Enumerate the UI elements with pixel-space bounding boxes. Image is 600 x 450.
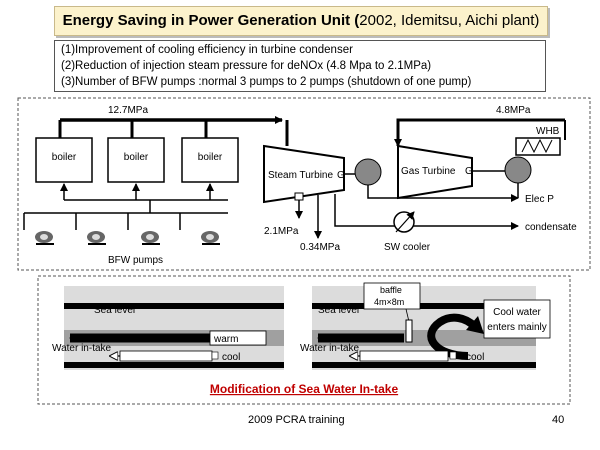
boiler-label: boiler [124, 152, 149, 163]
boiler-label: boiler [52, 152, 77, 163]
condensate-label: condensate [525, 222, 577, 233]
condensate-line [334, 194, 519, 230]
cool-water-callout [483, 299, 551, 339]
warm-label-box [209, 330, 267, 346]
improvement-item: (1)Improvement of cooling efficiency in … [61, 44, 353, 56]
warm-label: warm [213, 334, 238, 345]
bfw-pump-icon [201, 231, 220, 245]
boiler-label: boiler [198, 152, 223, 163]
extraction-valve [294, 192, 304, 201]
gas-turbine-label: Gas Turbine [401, 166, 456, 177]
baffle-size: 4m×8m [374, 297, 404, 307]
intake-panel-after: Sea level baffle 4m×8m Cool water enters… [300, 282, 551, 370]
elec-line [367, 185, 519, 202]
injection-line [394, 118, 565, 147]
whb-coil [521, 138, 553, 154]
injection-pressure-label: 4.8MPa [496, 105, 531, 116]
boiler: boiler [35, 137, 93, 183]
plant-diagram: 12.7MPa boiler boiler boiler [17, 97, 591, 271]
footer-training: 2009 PCRA training [248, 414, 345, 426]
improvement-list: (1)Improvement of cooling efficiency in … [54, 40, 546, 92]
elec-label: Elec P [525, 194, 554, 205]
gas-turbine [397, 144, 473, 200]
steam-turbine-label: Steam Turbine [268, 170, 333, 181]
cool-water-line-1: Cool water [493, 307, 541, 318]
cool-water-line-2: enters mainly [487, 322, 546, 333]
title-banner: Energy Saving in Power Generation Unit (… [54, 6, 548, 36]
boiler: boiler [107, 137, 165, 183]
water-intake-label: Water in-take [300, 343, 360, 354]
intake-frame [37, 275, 571, 405]
whb-label: WHB [536, 126, 560, 137]
steam-turbine [263, 144, 345, 204]
baffle-callout [363, 282, 421, 310]
intake-caption: Modification of Sea Water In-take [210, 382, 399, 396]
water-intake-label: Water in-take [52, 343, 112, 354]
sw-cooler-label: SW cooler [384, 242, 431, 253]
page-number: 40 [552, 414, 565, 426]
intake-panel-before: Sea level warm Water in-take cool [52, 286, 284, 370]
cool-flow-band [359, 350, 449, 362]
sea-level-label: Sea level [318, 305, 359, 316]
cool-flow-band [119, 350, 213, 362]
cool-label: cool [222, 352, 240, 363]
baffle-label: baffle [380, 285, 402, 295]
bfw-pump-icon [87, 231, 106, 245]
feedwater-piping [23, 183, 228, 230]
improvement-item: (3)Number of BFW pumps :normal 3 pumps t… [61, 76, 472, 88]
extraction-pressure-2-1: 2.1MPa [264, 226, 299, 237]
extraction-pressure-0-34: 0.34MPa [300, 242, 340, 253]
generator-icon [504, 156, 532, 184]
plant-frame [17, 97, 591, 271]
improvement-item: (2)Reduction of injection steam pressure… [61, 60, 432, 72]
intake-screen [449, 351, 457, 360]
generator-icon [354, 158, 382, 186]
generator-marker: G [337, 170, 345, 181]
bfw-pumps-label: BFW pumps [108, 255, 163, 266]
sea-level-label: Sea level [94, 305, 135, 316]
generator-marker: G [465, 166, 473, 177]
baffle-plate [405, 319, 413, 343]
bfw-pump-icon [141, 231, 160, 245]
cool-label: cool [466, 352, 484, 363]
boiler: boiler [181, 137, 239, 183]
whb-unit [515, 137, 561, 156]
sw-cooler-arrow [395, 211, 415, 233]
header-pressure-label: 12.7MPa [108, 105, 148, 116]
intake-section: Sea level warm Water in-take cool Sea le… [37, 275, 571, 405]
slide-title: Energy Saving in Power Generation Unit (… [62, 12, 540, 29]
intake-screen [211, 351, 219, 360]
bfw-pump-icon [35, 231, 54, 245]
recirculation-arrowhead [466, 316, 484, 334]
